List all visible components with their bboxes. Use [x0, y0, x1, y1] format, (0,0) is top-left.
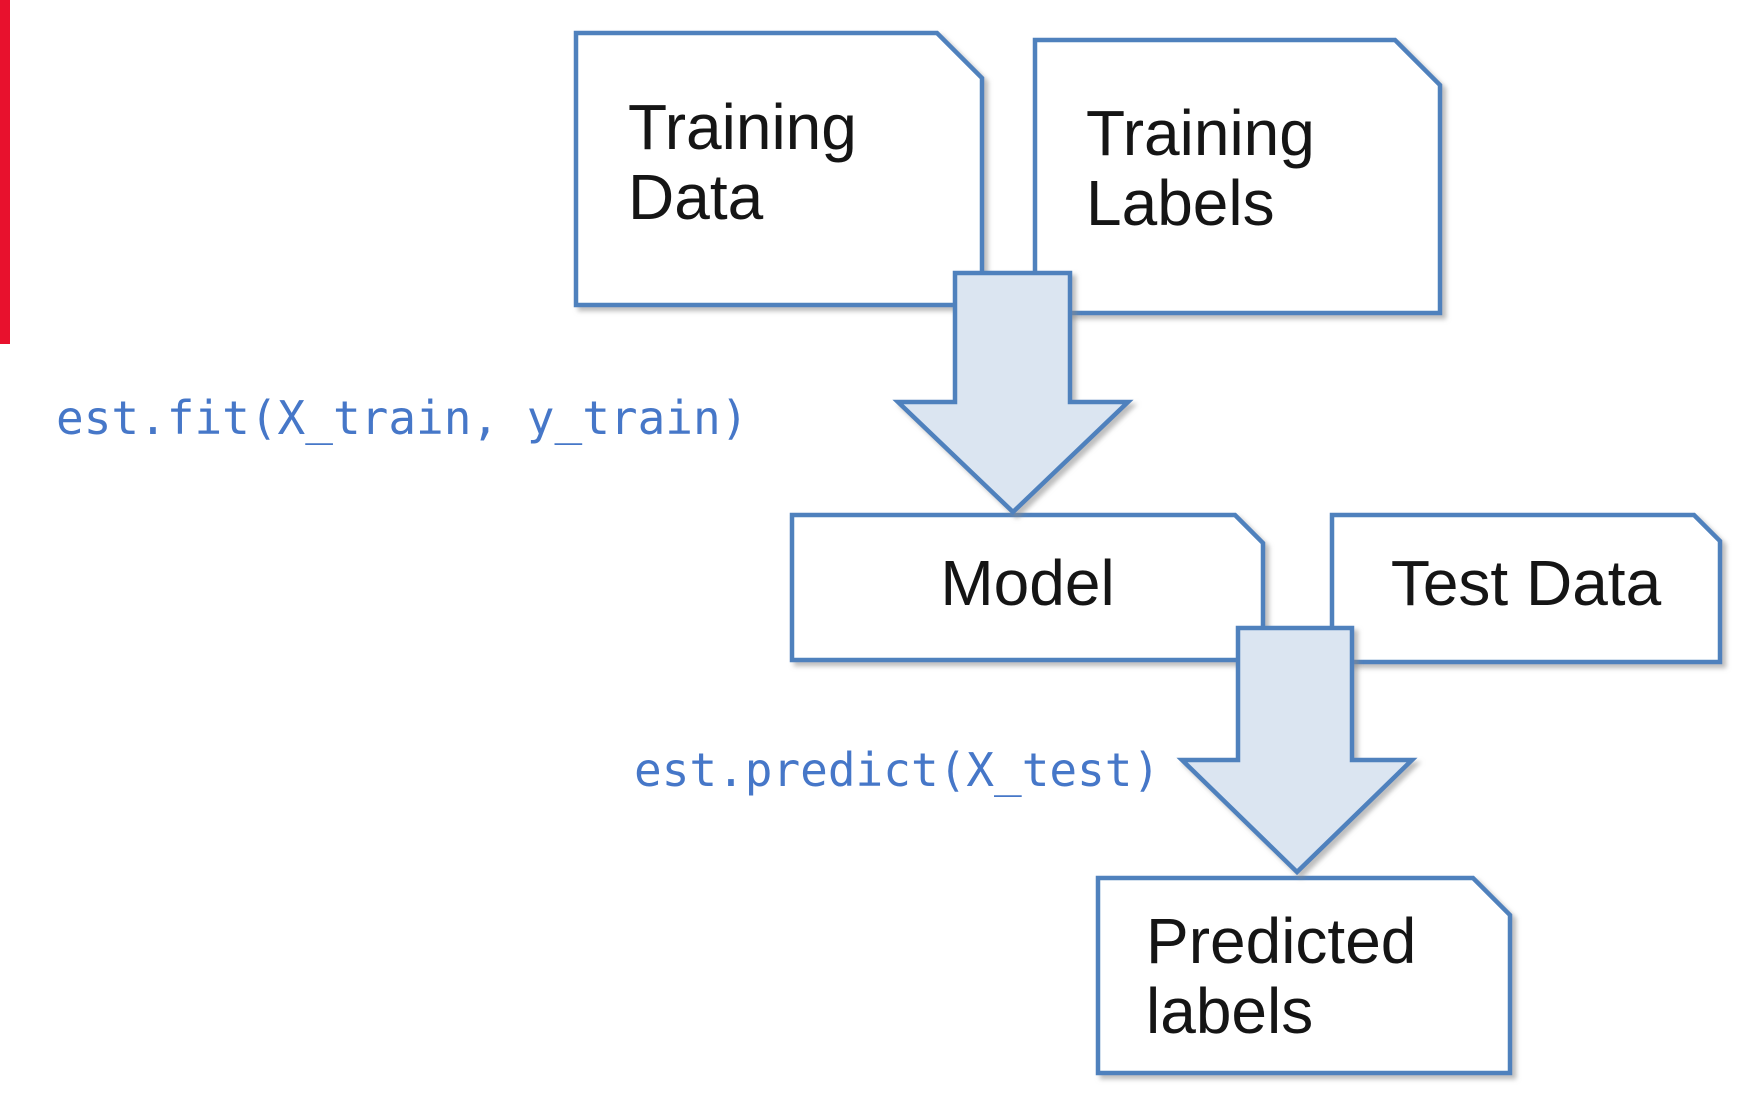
fit-code-annotation: est.fit(X_train, y_train) [56, 391, 749, 445]
training-labels-label-line2: Labels [1086, 167, 1275, 239]
predicted-labels-label-line2: labels [1146, 975, 1314, 1047]
test-data-label: Test Data [1332, 548, 1720, 618]
predict-code-annotation: est.predict(X_test) [634, 743, 1161, 797]
training-data-label-line2: Data [628, 161, 764, 233]
training-labels-label: Training Labels [1086, 98, 1315, 238]
fit-arrow [892, 270, 1134, 516]
predicted-labels-label-line1: Predicted [1146, 905, 1417, 977]
predicted-labels-label: Predicted labels [1146, 906, 1416, 1046]
predicted-labels-box-shape [1095, 875, 1513, 1076]
model-label-line1: Model [940, 547, 1115, 619]
model-box-shape [789, 512, 1266, 663]
training-labels-box-shape [1032, 37, 1443, 316]
test-data-label-line1: Test Data [1390, 547, 1662, 619]
red-accent-bar [0, 0, 10, 344]
model-label: Model [792, 548, 1263, 618]
training-data-box-shape [573, 30, 985, 308]
training-data-label: Training Data [628, 92, 857, 232]
training-labels-label-line1: Training [1086, 97, 1315, 169]
training-data-label-line1: Training [628, 91, 857, 163]
predict-arrow [1176, 625, 1418, 876]
